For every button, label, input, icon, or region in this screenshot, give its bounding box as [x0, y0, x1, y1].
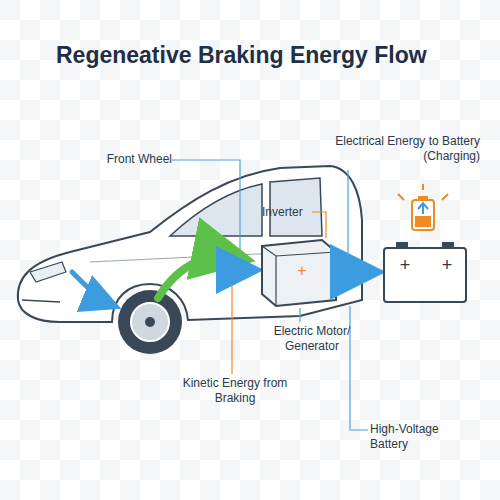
callout-label: High-Voltage Battery	[370, 422, 480, 452]
battery	[384, 248, 466, 302]
kinetic-arrow	[72, 272, 112, 305]
callout-label: Front Wheel	[96, 152, 172, 167]
leader-line	[299, 308, 300, 322]
leader-line	[231, 285, 232, 374]
leader-line	[312, 212, 326, 238]
leader-line	[350, 306, 368, 430]
battery-terminal	[442, 242, 454, 248]
callout-label: Electrical Energy to Battery (Charging)	[300, 134, 480, 164]
leader-line	[347, 170, 348, 262]
bumper	[22, 300, 60, 302]
front-wheel	[118, 290, 182, 354]
leader-line	[172, 160, 240, 250]
callout-label: Inverter	[262, 205, 310, 220]
callout-label: Kinetic Energy from Braking	[180, 376, 290, 406]
polarity-sign: +	[292, 262, 312, 280]
charging-rays	[398, 184, 448, 200]
car-window	[170, 184, 262, 236]
headlight	[30, 262, 66, 282]
wheel-hub	[145, 317, 155, 327]
inverter-edge	[262, 246, 336, 306]
charging-icon-arrow	[418, 203, 428, 214]
polarity-sign: +	[438, 256, 456, 274]
car-body	[18, 166, 362, 322]
charging-arrow	[338, 269, 372, 276]
callout-label: Electric Motor/ Generator	[262, 324, 362, 354]
charging-icon-fill	[415, 216, 431, 227]
charging-icon-cap	[418, 196, 428, 200]
energy-arrow	[158, 256, 240, 298]
charging-icon	[412, 200, 434, 230]
diagram-title: Regeneative Braking Energy Flow	[56, 42, 427, 69]
energy-arrow	[238, 267, 252, 273]
wheel-rim	[131, 303, 169, 341]
inverter-box	[262, 240, 336, 306]
battery-terminal	[396, 242, 408, 248]
polarity-sign: +	[396, 256, 414, 274]
